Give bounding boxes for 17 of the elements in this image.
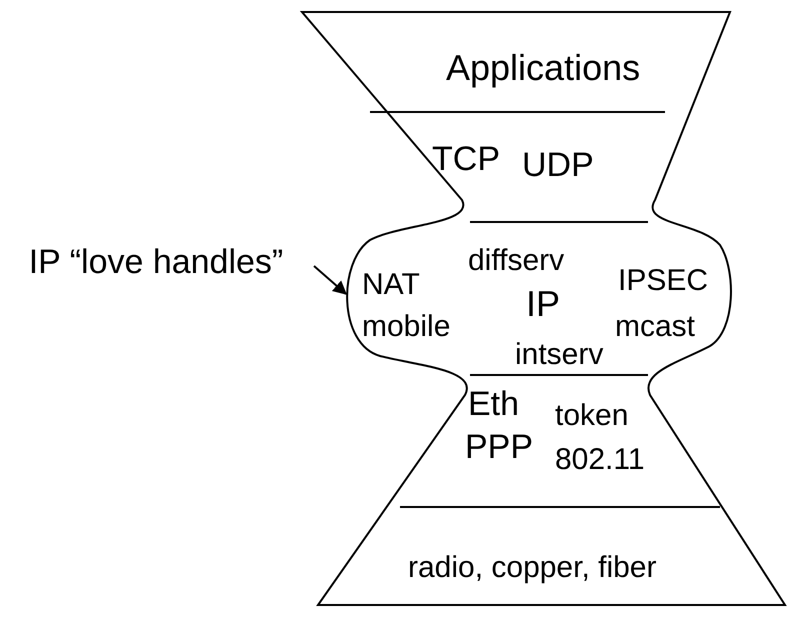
protocol-label: Eth <box>468 387 520 421</box>
protocol-label: token <box>555 401 628 431</box>
protocol-label: mcast <box>615 312 696 342</box>
protocol-label: IP <box>526 286 560 322</box>
protocol-label: intserv <box>515 340 604 370</box>
protocol-label: radio, copper, fiber <box>408 553 656 583</box>
protocol-label: PPP <box>465 430 534 464</box>
callout-label: IP “love handles” <box>28 245 284 281</box>
protocol-label: NAT <box>362 270 420 300</box>
protocol-label: Applications <box>446 50 640 86</box>
arrow <box>313 265 348 295</box>
protocol-label: IPSEC <box>618 266 708 296</box>
protocol-label: TCP <box>432 142 500 176</box>
protocol-label: diffserv <box>468 246 564 276</box>
protocol-label: mobile <box>362 312 450 342</box>
protocol-label: UDP <box>522 148 594 182</box>
protocol-label: 802.11 <box>555 445 645 475</box>
